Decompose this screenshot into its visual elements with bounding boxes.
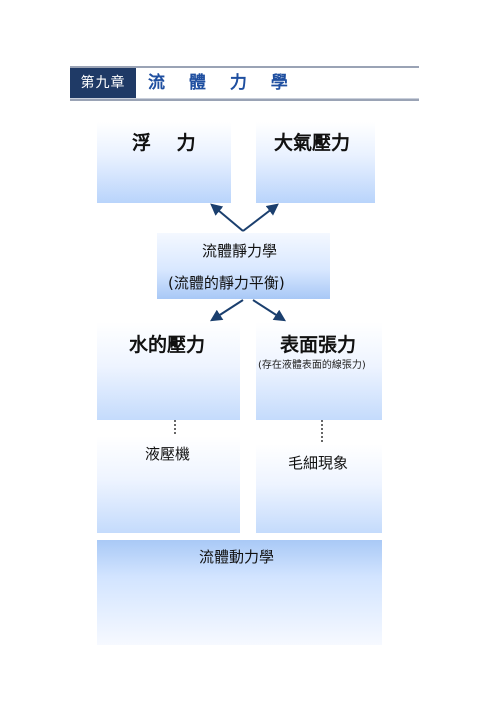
fluid-dynamics-box xyxy=(97,540,382,645)
chapter-title: 流 體 力 學 xyxy=(148,73,297,93)
chapter-badge: 第九章 xyxy=(70,68,136,98)
fluid-statics-subtitle: (流體的靜力平衡) xyxy=(168,274,285,292)
header-divider xyxy=(70,98,419,99)
hydraulic-machine-label: 液壓機 xyxy=(145,445,191,463)
arrow-to-buoyancy xyxy=(210,203,244,232)
buoyancy-label: 浮 力 xyxy=(132,132,196,154)
buoyancy-box xyxy=(97,122,231,203)
surface-tension-box xyxy=(256,322,382,420)
arrow-to-water-pressure xyxy=(209,299,244,322)
fluid-statics-label: 流體靜力學 xyxy=(202,242,278,260)
atmospheric-pressure-label: 大氣壓力 xyxy=(274,132,351,154)
arrow-to-atmospheric-pressure xyxy=(242,203,279,232)
capillary-phenomenon-label: 毛細現象 xyxy=(288,454,349,472)
chapter-header-bar xyxy=(70,66,419,101)
surface-tension-label: 表面張力 xyxy=(280,334,357,356)
surface-tension-note: (存在液體表面的線張力) xyxy=(258,360,366,371)
water-pressure-box xyxy=(97,322,240,420)
atmospheric-pressure-box xyxy=(256,122,375,203)
water-pressure-label: 水的壓力 xyxy=(129,334,206,356)
fluid-statics-box xyxy=(157,233,330,299)
fluid-dynamics-label: 流體動力學 xyxy=(199,548,275,566)
arrow-to-surface-tension xyxy=(252,299,287,322)
hydraulic-machine-box xyxy=(97,436,240,533)
capillary-phenomenon-box xyxy=(256,444,382,533)
